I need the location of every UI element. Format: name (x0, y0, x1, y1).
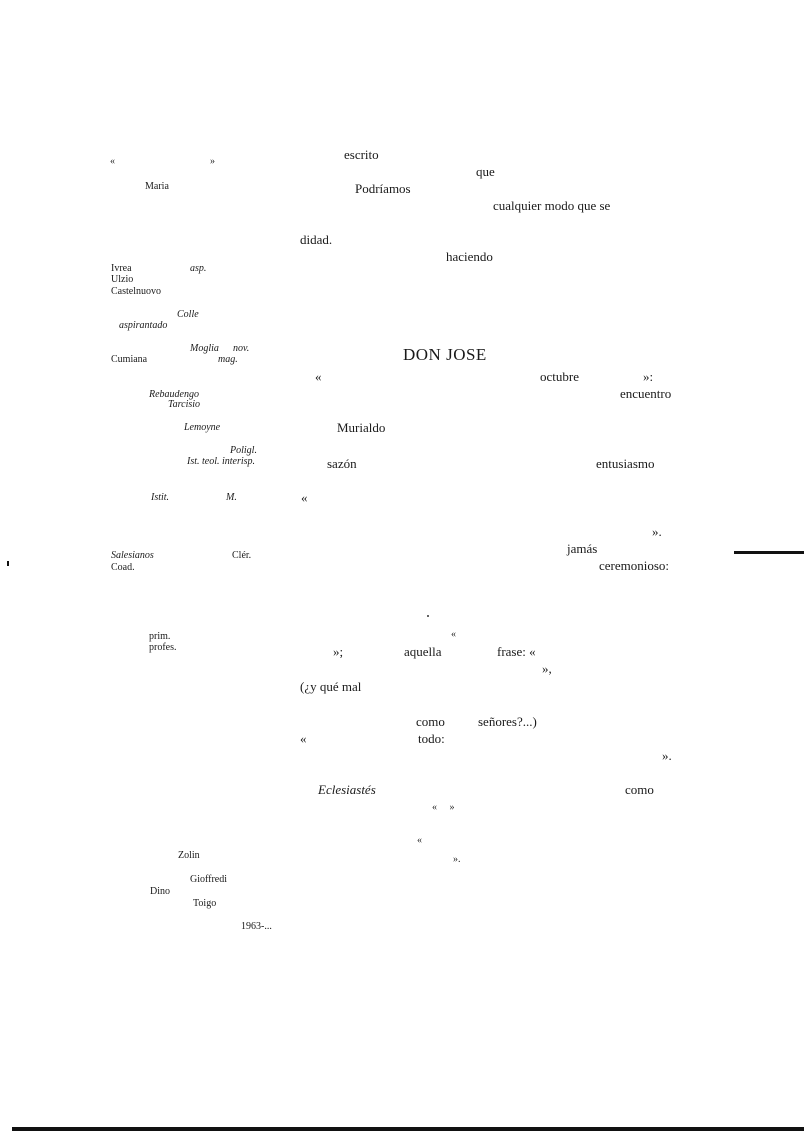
sidebar-mag: mag. (218, 354, 238, 365)
text-podriamos: Podríamos (355, 181, 411, 196)
text-murialdo: Murialdo (337, 420, 386, 435)
margin-mark (7, 561, 9, 566)
text-cualquier: cualquier modo que se (493, 198, 611, 213)
sidebar-lemoyne: Lemoyne (184, 422, 221, 433)
text-quote-4: ». (652, 524, 662, 539)
sidebar-salesianos: Salesianos (111, 550, 154, 561)
text-didad: didad. (300, 232, 333, 247)
sidebar-zolin: Zolin (178, 850, 200, 861)
section-heading: DON JOSE (403, 345, 487, 364)
text-quote-1: « (315, 369, 322, 384)
text-quote-5: « (451, 629, 456, 640)
sidebar-istit: Istit. (151, 492, 170, 503)
text-quote-6: »; (333, 644, 344, 659)
text-ymal: (¿y qué mal (300, 679, 362, 694)
sidebar-colle: Colle (177, 309, 199, 320)
sidebar-aspirantado: aspirantado (119, 320, 168, 331)
sidebar-gioffredi: Gioffredi (190, 874, 228, 885)
text-ceremonioso: ceremonioso: (599, 558, 670, 573)
sidebar-castelnuovo: Castelnuovo (111, 286, 161, 297)
sidebar-cler: Clér. (232, 550, 252, 561)
text-octubre: octubre (540, 369, 579, 384)
text-quote-8: « (300, 731, 307, 746)
sidebar-profes: profes. (149, 642, 177, 653)
text-haciendo: haciendo (446, 249, 493, 264)
text-quote-3: « (301, 490, 308, 505)
sidebar-cumiana: Cumiana (111, 354, 148, 365)
sidebar-coad: Coad. (111, 562, 135, 573)
sidebar-ulzio: Ulzio (111, 274, 134, 285)
sidebar-poligl: Poligl. (230, 445, 257, 456)
sidebar-dino: Dino (150, 886, 170, 897)
text-encuentro: encuentro (620, 386, 672, 401)
stray-dot (427, 615, 429, 617)
text-quote-12: ». (453, 854, 461, 865)
sidebar-m: M. (226, 492, 237, 503)
sidebar-nov: nov. (233, 343, 250, 354)
text-escrito: escrito (344, 147, 379, 162)
bottom-rule (12, 1127, 804, 1131)
side-rule (734, 551, 804, 554)
sidebar-ivrea: Ivrea (111, 263, 132, 274)
sidebar-asp: asp. (190, 263, 207, 274)
text-sazon: sazón (327, 456, 357, 471)
text-entusiasmo: entusiasmo (596, 456, 655, 471)
sidebar-quote-close: » (210, 156, 215, 167)
text-quote-11: « (417, 835, 422, 846)
sidebar-tarcisio: Tarcisio (168, 399, 201, 410)
sidebar-rebaudengo: Rebaudengo (149, 389, 199, 400)
text-senores: señores?...) (478, 714, 537, 729)
sidebar-toigo: Toigo (193, 898, 217, 909)
sidebar-ist-teol: Ist. teol. interisp. (187, 456, 256, 467)
text-como-1: como (416, 714, 445, 729)
sidebar-maria: Maria (145, 181, 169, 192)
text-que: que (476, 164, 495, 179)
text-quote-9: ». (662, 748, 672, 763)
sidebar-year: 1963-... (241, 921, 272, 932)
text-como-2: como (625, 782, 654, 797)
text-jamas: jamás (567, 541, 598, 556)
text-eclesiastes: Eclesiastés (318, 782, 376, 797)
sidebar-quote-open: « (110, 156, 115, 167)
text-aquella: aquella (404, 644, 442, 659)
text-quote-10: « » (432, 802, 455, 813)
text-frase: frase: « (497, 644, 536, 659)
text-quote-2: »: (643, 369, 654, 384)
sidebar-moglia: Moglia (190, 343, 219, 354)
sidebar-prim: prim. (149, 631, 171, 642)
text-quote-7: », (542, 661, 552, 676)
text-todo: todo: (418, 731, 445, 746)
